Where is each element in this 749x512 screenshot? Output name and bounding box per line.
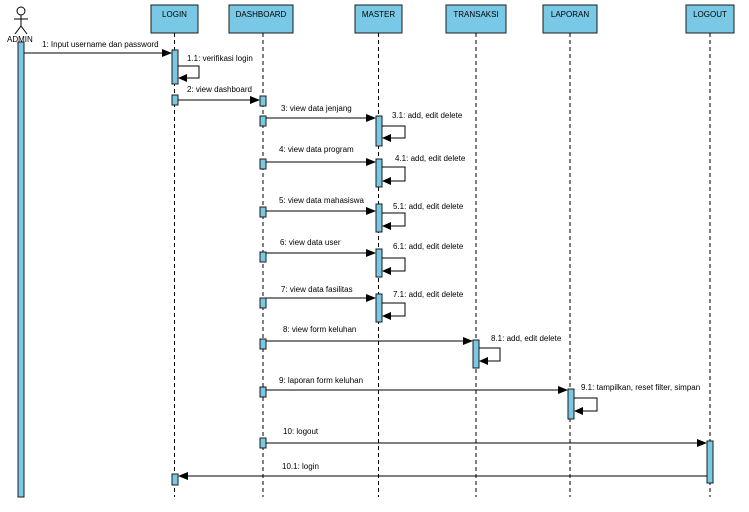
activation-dashboard-6 [259, 297, 267, 309]
lifeline-label-login: LOGIN [162, 10, 187, 19]
message-label-5: 5: view data mahasiswa [279, 196, 364, 205]
message-10 [266, 439, 707, 447]
activation-master-4 [375, 248, 383, 278]
lifeline-header-dashboard: DASHBOARD [228, 4, 294, 34]
activation-dashboard-4 [259, 206, 267, 218]
activation-admin [17, 41, 25, 498]
message-7-1-self [382, 302, 406, 320]
message-label-4-1: 4.1: add, edit delete [395, 154, 466, 163]
activation-login-1 [171, 49, 179, 85]
message-1-1-self [178, 65, 200, 82]
message-10-1 [178, 472, 707, 480]
message-6 [266, 249, 376, 257]
message-9 [266, 386, 568, 394]
message-5 [266, 207, 376, 215]
message-5-1-self [382, 212, 406, 230]
message-label-3: 3: view data jenjang [281, 104, 352, 113]
message-label-10-1: 10.1: login [282, 462, 319, 471]
lifeline-label-logout: LOGOUT [693, 10, 727, 19]
message-4 [266, 158, 376, 166]
activation-login-2 [171, 94, 179, 106]
actor-figure [14, 6, 28, 35]
message-label-3-1: 3.1: add, edit delete [392, 111, 463, 120]
activation-dashboard-2 [259, 115, 267, 127]
message-label-6-1: 6.1: add, edit delete [393, 242, 464, 251]
message-3 [266, 114, 376, 122]
activation-login-3 [171, 473, 179, 486]
message-label-6: 6: view data user [280, 238, 341, 247]
activation-laporan [567, 388, 575, 420]
activation-transaksi [472, 339, 480, 369]
message-4-1-self [382, 166, 406, 185]
lifeline-label-transaksi: TRANSAKSI [453, 10, 498, 19]
message-label-1: 1: Input username dan password [42, 40, 159, 49]
actor-label: ADMIN [7, 35, 33, 44]
message-label-5-1: 5.1: add, edit delete [393, 202, 464, 211]
lifeline-label-master: MASTER [362, 10, 396, 19]
lifeline-header-login: LOGIN [150, 4, 199, 34]
activation-master-3 [375, 203, 383, 233]
message-label-1-1: 1.1: verifikasi login [187, 54, 253, 63]
message-8-1-self [479, 347, 501, 365]
message-8 [266, 337, 473, 345]
message-label-7-1: 7.1: add, edit delete [393, 290, 464, 299]
message-label-4: 4: view data program [279, 145, 354, 154]
message-label-8: 8: view form keluhan [283, 325, 356, 334]
message-2 [178, 96, 260, 104]
activation-dashboard-5 [259, 251, 267, 263]
activation-dashboard-7 [259, 338, 267, 350]
message-1 [24, 49, 172, 57]
message-6-1-self [382, 257, 406, 275]
activation-master-1 [375, 115, 383, 147]
activation-master-2 [375, 158, 383, 188]
activation-dashboard-8 [259, 386, 267, 398]
message-label-8-1: 8.1: add, edit delete [491, 334, 562, 343]
activation-logout [706, 440, 714, 484]
activation-master-5 [375, 293, 383, 323]
activation-dashboard-1 [259, 95, 267, 107]
message-label-9-1: 9.1: tampilkan, reset filter, simpan [581, 383, 700, 392]
message-label-2: 2: view dashboard [187, 85, 252, 94]
message-label-10: 10: logout [283, 427, 319, 436]
lifeline-header-transaksi: TRANSAKSI [445, 4, 507, 34]
lifeline-header-logout: LOGOUT [685, 4, 735, 34]
lifeline-header-laporan: LAPORAN [542, 4, 598, 34]
message-7 [266, 294, 376, 302]
message-label-9: 9: laporan form keluhan [279, 376, 363, 385]
lifeline-label-dashboard: DASHBOARD [236, 10, 287, 19]
lifeline-header-master: MASTER [354, 4, 403, 34]
activation-dashboard-3 [259, 158, 267, 170]
message-9-1-self [574, 397, 598, 415]
message-3-1-self [382, 125, 406, 142]
message-label-7: 7: view data fasilitas [281, 285, 353, 294]
activation-dashboard-9 [259, 437, 267, 449]
lifeline-label-laporan: LAPORAN [551, 10, 589, 19]
